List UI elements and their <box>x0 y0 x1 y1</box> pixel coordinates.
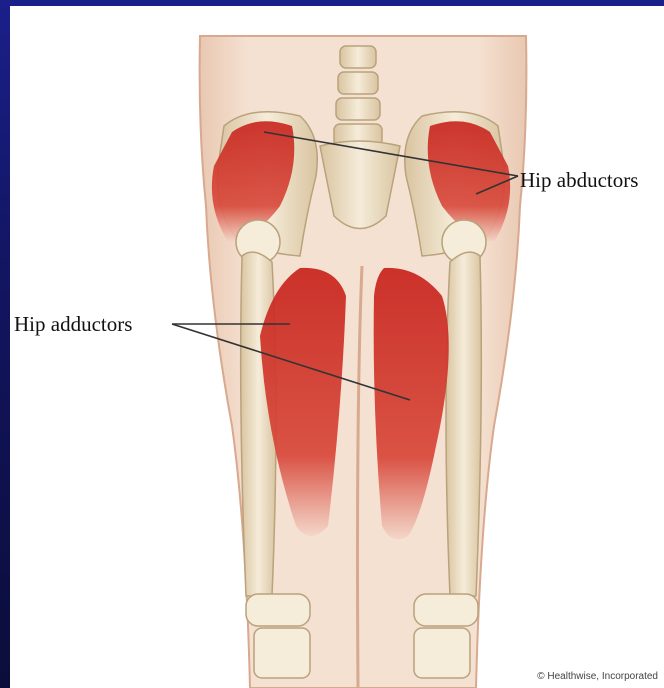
copyright-credit: © Healthwise, Incorporated <box>537 671 658 682</box>
femur-right <box>446 252 481 596</box>
illustration-panel: Hip abductors Hip adductors © Healthwise… <box>10 6 664 688</box>
knee-right <box>414 594 478 678</box>
hip-muscles-illustration <box>10 6 664 688</box>
hip-abductors-label: Hip abductors <box>520 168 638 193</box>
hip-adductors-label: Hip adductors <box>14 312 132 337</box>
knee-left <box>246 594 310 678</box>
